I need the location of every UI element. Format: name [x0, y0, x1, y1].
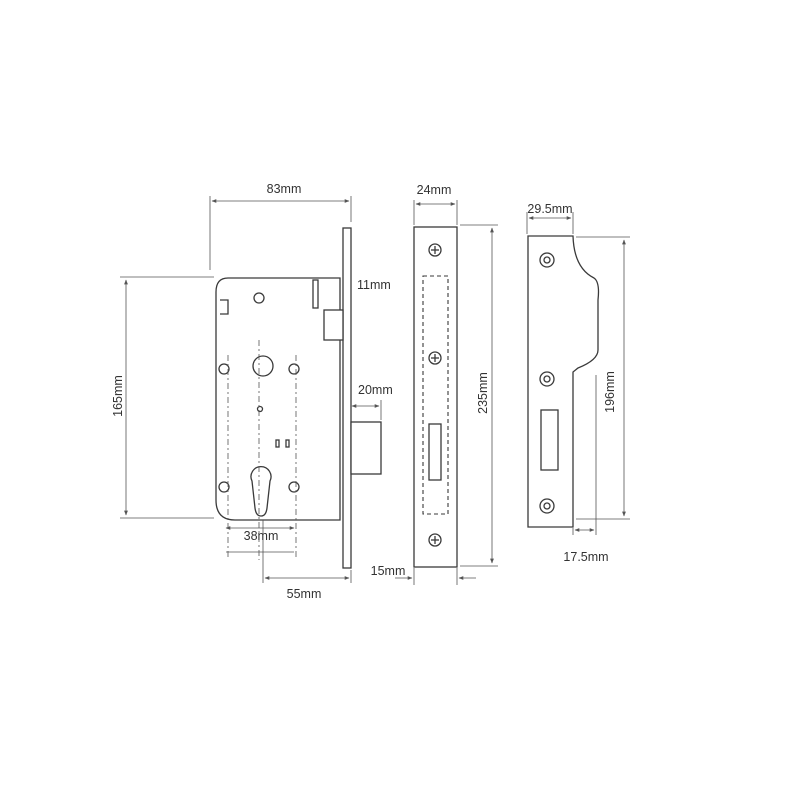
label-strike-height: 196mm — [603, 371, 617, 413]
screw-icon — [428, 351, 442, 365]
label-bolt-throw: 20mm — [358, 383, 393, 397]
label-backset: 55mm — [287, 587, 322, 601]
latch — [323, 309, 344, 341]
strike-bolt-opening — [540, 409, 559, 471]
euro-cylinder-cutout — [250, 465, 272, 517]
sashlock-case — [215, 227, 382, 569]
screw-hole-icon — [539, 498, 555, 514]
dimension-forend-offset: 11mm — [357, 278, 391, 292]
dimension-bolt-throw: 20mm — [351, 383, 393, 420]
strike-plate — [527, 235, 600, 528]
label-case-height: 165mm — [111, 375, 125, 417]
dimension-strike-height: 196mm — [576, 236, 630, 520]
label-forend-width: 24mm — [417, 183, 452, 197]
label-forend-depth: 15mm — [371, 564, 406, 578]
label-strike-offset: 17.5mm — [563, 550, 608, 564]
deadbolt — [350, 421, 382, 475]
screw-icon — [428, 533, 442, 547]
dimension-strike-width: 29.5mm — [526, 202, 574, 234]
dimension-strike-offset: 17.5mm — [563, 375, 609, 564]
dimension-case-height: 165mm — [111, 276, 214, 519]
screw-hole-icon — [539, 371, 555, 387]
screw-icon — [428, 243, 442, 257]
dimension-centres: 38mm — [225, 526, 295, 553]
forend-front-view — [413, 226, 458, 568]
dimension-backset: 55mm — [262, 520, 352, 601]
label-case-width: 83mm — [267, 182, 302, 196]
bolt-opening — [428, 423, 442, 481]
label-centres: 38mm — [244, 529, 279, 543]
label-forend-offset: 11mm — [357, 278, 391, 292]
forend-plate — [342, 227, 352, 569]
spindle-follower — [252, 355, 274, 377]
dimension-forend-depth: 15mm — [371, 564, 476, 585]
screw-hole — [253, 292, 265, 304]
label-forend-height: 235mm — [476, 372, 490, 414]
label-strike-width: 29.5mm — [527, 202, 572, 216]
dimension-forend-height: 235mm — [460, 224, 498, 567]
dimension-case-width: 83mm — [209, 182, 352, 270]
screw-hole-icon — [539, 252, 555, 268]
dimension-forend-width: 24mm — [413, 183, 458, 225]
